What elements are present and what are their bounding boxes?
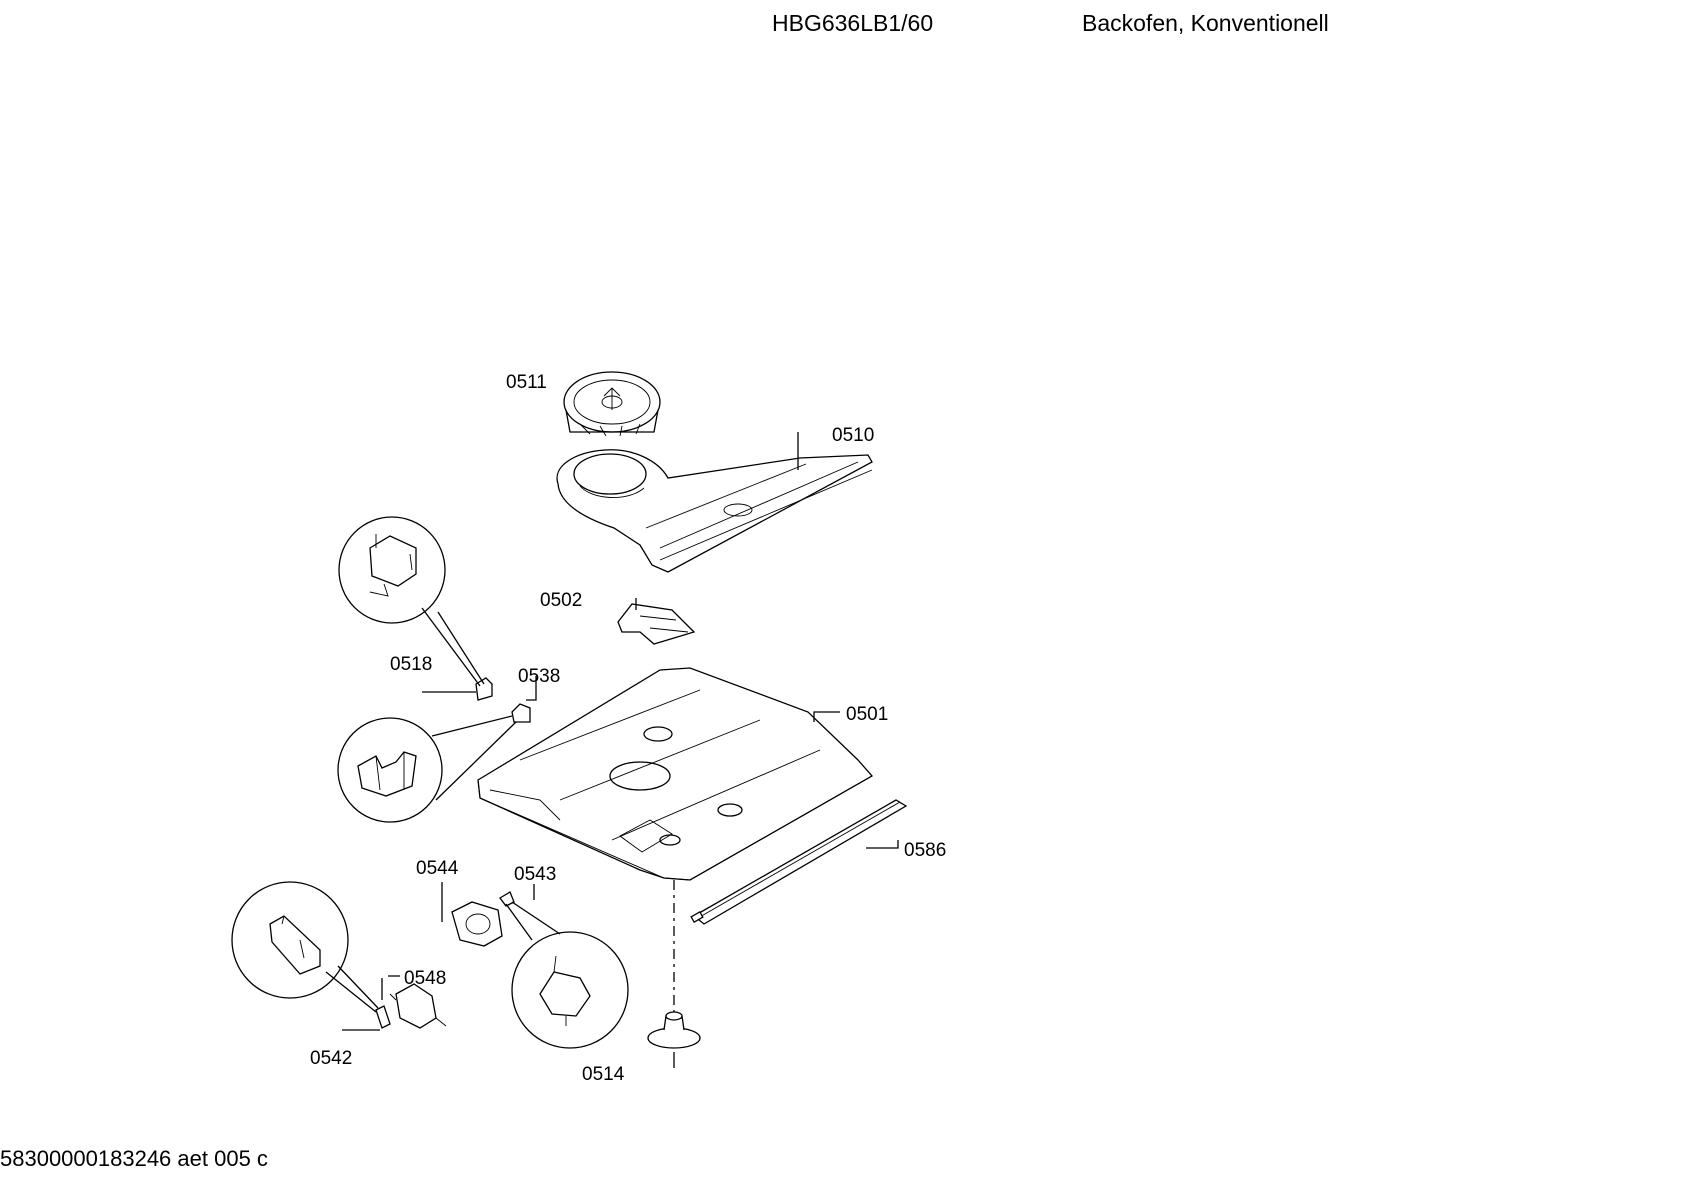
model-number: HBG636LB1/60 (772, 10, 934, 36)
switch-0518-part[interactable] (475, 677, 493, 701)
label-0502: 0502 (540, 590, 582, 611)
switch-0543-detail (539, 955, 591, 1026)
switch-0542-part[interactable] (375, 1005, 391, 1029)
switch-0543-part[interactable] (499, 891, 515, 907)
label-0511: 0511 (506, 372, 547, 393)
bracket-0538-part[interactable] (511, 703, 531, 723)
base-plate-part[interactable] (477, 667, 874, 881)
leader-0548 (381, 975, 400, 1000)
label-0514: 0514 (582, 1064, 625, 1085)
label-0586: 0586 (904, 840, 946, 861)
switch-0542-detail (269, 915, 321, 975)
leader-0501 (813, 711, 840, 722)
foot-0514-part[interactable] (647, 1011, 701, 1049)
label-0542: 0542 (310, 1048, 352, 1069)
label-0501: 0501 (846, 704, 888, 725)
label-0543: 0543 (514, 864, 556, 885)
leader-0538 (526, 676, 537, 701)
label-0538: 0538 (518, 666, 560, 687)
bracket-0538-detail (357, 751, 417, 797)
fan-wheel-part[interactable] (563, 371, 661, 437)
label-0544: 0544 (416, 858, 459, 879)
air-duct-part[interactable] (556, 449, 873, 573)
cover-plate-part[interactable] (617, 603, 696, 645)
document-code: 58300000183246 aet 005 c (0, 1146, 268, 1171)
switch-0518-detail (369, 534, 417, 597)
label-0548: 0548 (404, 968, 446, 989)
appliance-description: Backofen, Konventionell (1082, 10, 1329, 36)
leader-0586 (866, 840, 899, 849)
rail-strip-part[interactable] (690, 799, 908, 925)
motor-0544-part[interactable] (451, 901, 503, 947)
label-0518: 0518 (390, 654, 432, 675)
label-0510: 0510 (832, 425, 874, 446)
thermostat-0548-part[interactable] (389, 983, 447, 1029)
